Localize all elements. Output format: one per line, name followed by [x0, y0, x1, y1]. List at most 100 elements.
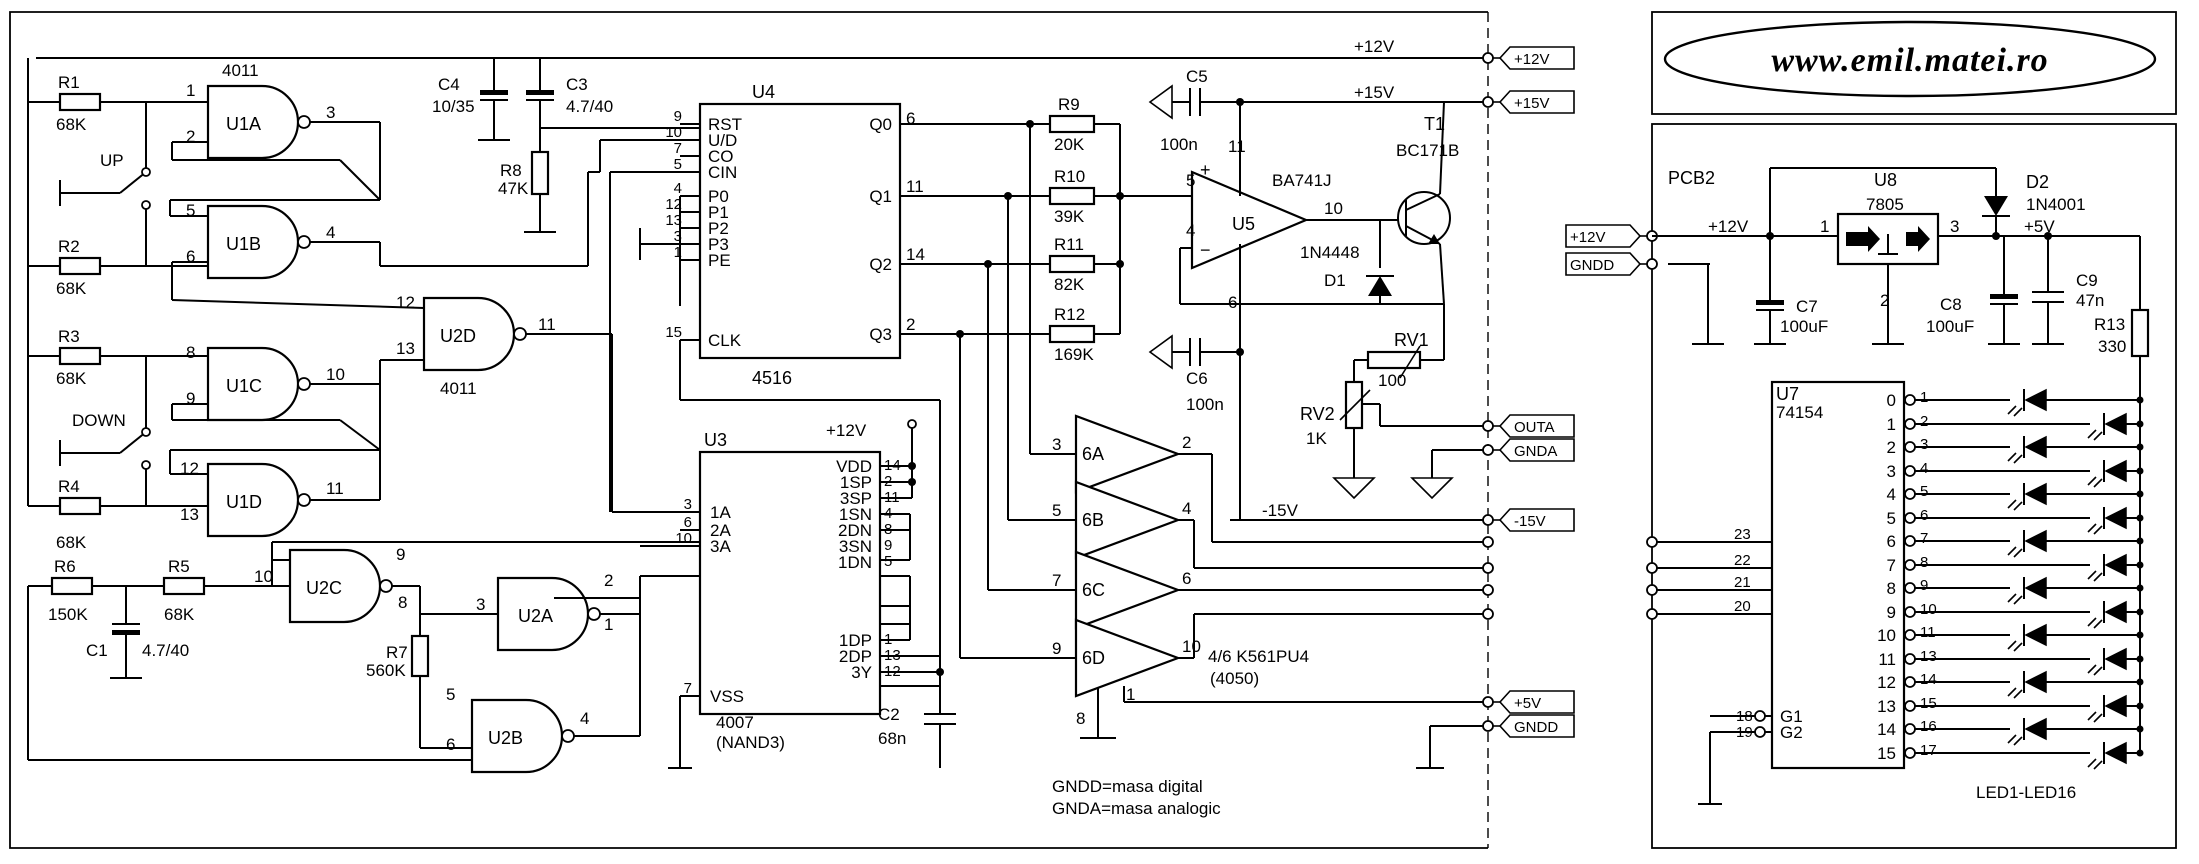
nand-gate-icon — [206, 204, 311, 280]
terminal-connector-icon — [1482, 536, 1494, 548]
net-tag: +12V — [1565, 224, 1642, 248]
c6-ref: C6 — [1186, 369, 1208, 388]
net-tag: -15V — [1498, 508, 1575, 532]
website-frame — [1651, 11, 2177, 115]
u6-part: 4/6 K561PU4 — [1208, 647, 1309, 666]
led-icon — [2087, 506, 2127, 535]
pin-num: 10 — [665, 124, 682, 141]
r8-value: 47K — [498, 179, 529, 198]
down-switch[interactable] — [59, 356, 151, 506]
terminal-connector-icon — [1904, 488, 1916, 500]
r5-value: 68K — [164, 605, 195, 624]
net-tag-label: +15V — [1514, 95, 1549, 112]
capacitor-icon — [1754, 300, 1786, 345]
c5-ref: C5 — [1186, 67, 1208, 86]
r9-ref: R9 — [1058, 95, 1080, 114]
net-tag-label: GNDD — [1514, 719, 1558, 736]
board2-frame — [1651, 123, 2177, 849]
website-url[interactable]: www.emil.matei.ro — [1771, 42, 2048, 79]
nand-gate-icon — [496, 576, 601, 652]
pin-name: 1DP — [839, 631, 872, 650]
net-tag: +12V — [1498, 46, 1575, 70]
board-connectors: 23A22B21C20D — [1482, 52, 1794, 732]
pin-num: 23 — [1734, 526, 1751, 543]
pin-num: 14 — [1920, 671, 1937, 688]
pin-num: 2 — [186, 127, 195, 146]
nand-gate-icon — [206, 346, 311, 422]
pin-name: 2DP — [839, 647, 872, 666]
terminal-connector-icon — [1904, 653, 1916, 665]
r7-value: 560K — [366, 661, 406, 680]
u5-part: BA741J — [1272, 171, 1332, 190]
led-icon — [2087, 412, 2127, 441]
u2b-label: U2B — [488, 728, 523, 748]
pin-num: 12 — [180, 459, 199, 478]
pin-num: 6 — [1920, 507, 1928, 524]
pin-num: 8 — [186, 343, 195, 362]
r10-ref: R10 — [1054, 167, 1085, 186]
r1-ref: R1 — [58, 73, 80, 92]
u2d-label: U2D — [440, 326, 476, 346]
led-icon — [2007, 670, 2047, 699]
pin-num: 9 — [1920, 577, 1928, 594]
rv2-ref: RV2 — [1300, 404, 1335, 424]
u3-part: 4007 — [716, 713, 754, 732]
u4-ref: U4 — [752, 82, 775, 102]
terminal-connector-icon — [1646, 584, 1658, 596]
r7-ref: R7 — [386, 643, 408, 662]
resistor-icon — [1048, 254, 1096, 274]
led-icon — [2007, 435, 2047, 464]
terminal-connector-icon — [1482, 584, 1494, 596]
terminal-connector-icon — [1904, 747, 1916, 759]
c5-value: 100n — [1160, 135, 1198, 154]
pin-name: CO — [708, 147, 734, 166]
pin-num: 4 — [326, 223, 335, 242]
diode-icon — [1982, 168, 2010, 236]
pin-num: 2 — [906, 315, 915, 334]
capacitor-icon — [2032, 236, 2064, 345]
pin-name: Q2 — [869, 255, 892, 274]
output-num: 12 — [1877, 673, 1896, 692]
pin-num: 13 — [1920, 648, 1937, 665]
terminal-connector-icon — [1904, 559, 1916, 571]
net-tag-label: +12V — [1514, 51, 1549, 68]
output-num: 1 — [1887, 415, 1896, 434]
pin-num: 2 — [1880, 291, 1889, 310]
pin-num: 10 — [326, 365, 345, 384]
terminal-connector-icon — [1904, 465, 1916, 477]
pin-num: 2 — [604, 571, 613, 590]
website-badge[interactable] — [1663, 20, 2157, 98]
led-icon — [2007, 529, 2047, 558]
pin-name: U/D — [708, 131, 737, 150]
buffer-gate-icon — [1074, 480, 1182, 560]
u2a-label: U2A — [518, 606, 553, 626]
resistor-icon — [58, 92, 102, 112]
pin-num: 5 — [884, 553, 892, 570]
terminal-connector-icon — [1754, 726, 1766, 738]
buffer-gate-icon — [1074, 550, 1182, 630]
pin-num: 8 — [1076, 709, 1085, 728]
pin-num: 6 — [186, 247, 195, 266]
c6-value: 100n — [1186, 395, 1224, 414]
pin-num: 7 — [674, 140, 682, 157]
decoder-ic-u7 — [1770, 380, 1906, 770]
output-num: 5 — [1887, 509, 1896, 528]
pin-num: 21 — [1734, 574, 1751, 591]
u7-ref: U7 — [1776, 384, 1799, 404]
pin-num: 12 — [665, 196, 682, 213]
pin-num: 5 — [674, 156, 682, 173]
nand3-ic-u3 — [698, 450, 882, 716]
d1-part: 1N4448 — [1300, 243, 1360, 262]
r11-value: 82K — [1054, 275, 1085, 294]
pin-num: 20 — [1734, 598, 1751, 615]
led-icon — [2007, 576, 2047, 605]
up-switch[interactable] — [59, 102, 151, 266]
led-icon — [2087, 741, 2127, 770]
output-num: 8 — [1887, 579, 1896, 598]
terminal-connector-icon — [1482, 444, 1494, 456]
output-num: 3 — [1887, 462, 1896, 481]
net-tag-label: GNDD — [1570, 257, 1614, 274]
pin-num: 6 — [446, 735, 455, 754]
